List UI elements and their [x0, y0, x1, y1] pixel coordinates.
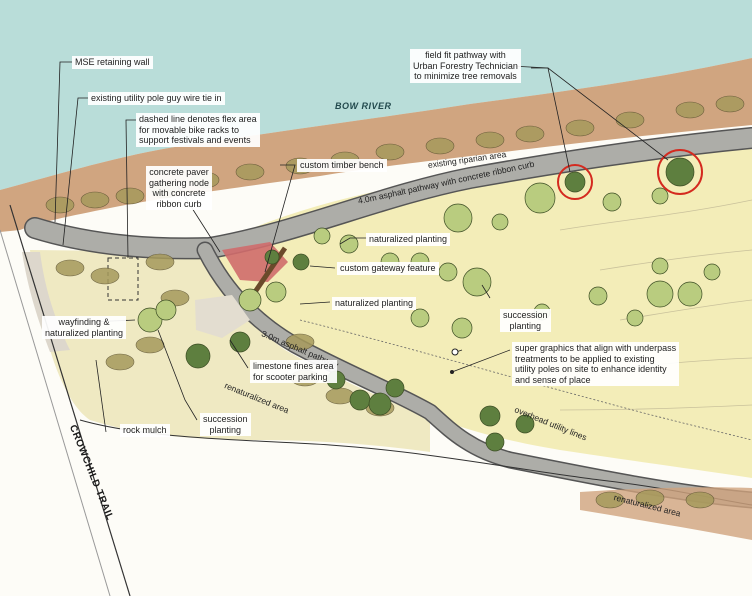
riverside-pathway-surface [25, 128, 752, 258]
shrub [285, 333, 315, 351]
callout-rock-mulch: rock mulch [120, 424, 170, 437]
shrub [425, 137, 455, 155]
callout-super-graphics: super graphics that align with underpass… [512, 342, 680, 386]
tree [313, 227, 331, 245]
utility-line [299, 319, 752, 441]
tree [462, 267, 492, 297]
tree [485, 432, 505, 452]
tree [349, 389, 371, 411]
tree [451, 317, 473, 339]
shrub [685, 491, 715, 509]
tree [264, 249, 280, 265]
shrub [615, 111, 645, 129]
shrub [135, 336, 165, 354]
utility-pole-marker-2 [450, 370, 454, 374]
shrub [565, 119, 595, 137]
tree-protection-ring-2 [657, 149, 703, 195]
tree [651, 257, 669, 275]
limestone-fines-area [195, 295, 250, 338]
tree-protection-ring [557, 164, 593, 200]
trail-edge-line-2 [0, 229, 111, 596]
shrub [635, 489, 665, 507]
trail-edge-line [9, 204, 131, 596]
shrub [105, 353, 135, 371]
tree [602, 192, 622, 212]
callout-mse-wall: MSE retaining wall [72, 56, 153, 69]
tree [229, 331, 251, 353]
tree [443, 203, 473, 233]
tree [185, 343, 211, 369]
callout-gateway: custom gateway feature [337, 262, 439, 275]
callout-naturalized-1: naturalized planting [366, 233, 451, 246]
callout-timber-bench: custom timber bench [297, 159, 387, 172]
tree [677, 281, 703, 307]
tree [292, 253, 310, 271]
tree [588, 286, 608, 306]
tree [155, 299, 177, 321]
tree [665, 157, 695, 187]
tree [265, 281, 287, 303]
tree [703, 263, 721, 281]
shrub [115, 187, 145, 205]
shrub [675, 101, 705, 119]
water-label: BOW RIVER [335, 101, 392, 111]
shrub [375, 143, 405, 161]
tree [564, 171, 586, 193]
shrub [145, 253, 175, 271]
tree [646, 280, 674, 308]
shrub [90, 267, 120, 285]
leader-lines [54, 61, 669, 433]
inner-pathway-surface [198, 243, 752, 507]
utility-pole-marker [451, 348, 459, 356]
tree [137, 307, 163, 333]
tree [524, 182, 556, 214]
tree [479, 405, 501, 427]
shrub [515, 125, 545, 143]
tree [491, 213, 509, 231]
shrub [235, 163, 265, 181]
shrub [55, 259, 85, 277]
shrub [715, 95, 745, 113]
callout-guy-wire: existing utility pole guy wire tie in [88, 92, 225, 105]
tree [515, 414, 535, 434]
callout-naturalized-2: naturalized planting [332, 297, 417, 310]
tree [626, 309, 644, 327]
shrub [595, 491, 625, 509]
tree [410, 308, 430, 328]
tree [385, 378, 405, 398]
trees [137, 157, 721, 452]
tree [651, 187, 669, 205]
shrub [45, 196, 75, 214]
tree [438, 262, 458, 282]
shrub [80, 191, 110, 209]
shrub [475, 131, 505, 149]
timber-bench [252, 246, 288, 294]
tree [238, 288, 262, 312]
tree [368, 392, 392, 416]
callout-wayfinding: wayfinding &naturalized planting [42, 316, 127, 339]
